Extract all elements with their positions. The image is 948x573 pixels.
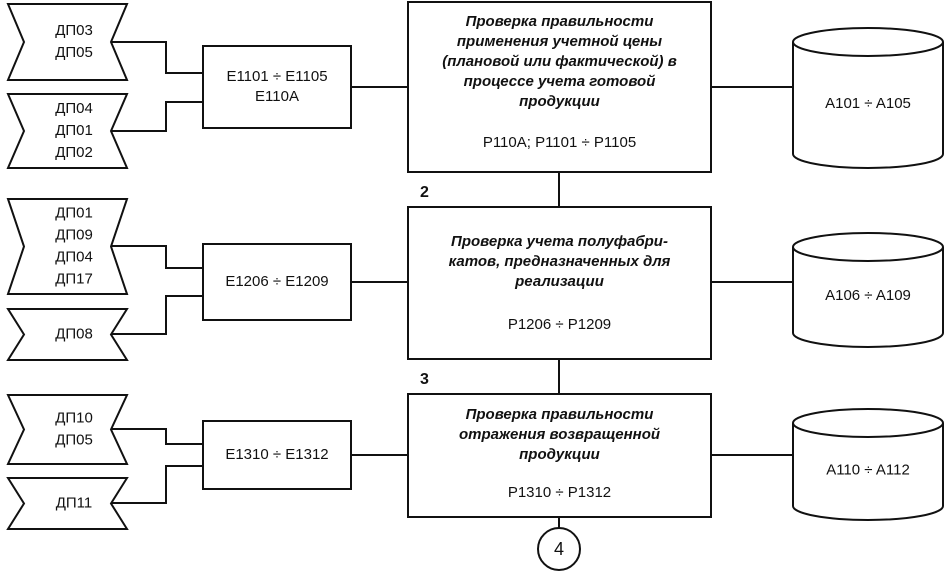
- doc-to-input-line: [111, 101, 203, 132]
- document-shape: [6, 93, 129, 169]
- step-number: 3: [420, 371, 429, 388]
- database-label: A106 ÷ A109: [825, 287, 911, 304]
- document-label: ДП10: [55, 409, 93, 426]
- document-shape: [6, 198, 129, 295]
- database-1: A101 ÷ A105: [792, 27, 944, 169]
- document-label: ДП01: [55, 122, 93, 139]
- process-title: отражения возвращенной: [459, 426, 660, 443]
- offpage-connector: 4: [537, 527, 581, 571]
- document-shape: [6, 394, 129, 465]
- database-top: [792, 408, 944, 438]
- input-record-shape: [202, 420, 352, 490]
- process-code: P1206 ÷ P1209: [508, 316, 611, 333]
- document-label: ДП05: [55, 44, 93, 61]
- process-title: Проверка правильности: [466, 406, 654, 423]
- document-label: ДП01: [55, 204, 93, 221]
- database-3: A110 ÷ A112: [792, 408, 944, 521]
- input-record-label: E1206 ÷ E1209: [225, 273, 328, 290]
- input-record-shape: [202, 45, 352, 129]
- doc-to-input-line: [111, 295, 203, 335]
- process-shape: [407, 1, 712, 173]
- process-title: продукции: [519, 446, 600, 463]
- input-record-box: E1310 ÷ E1312: [202, 420, 352, 490]
- database-body: [792, 247, 944, 348]
- doc-to-input-line: [111, 245, 203, 269]
- document-label: ДП11: [56, 494, 93, 511]
- process-title: Проверка учета полуфабри-: [451, 233, 668, 250]
- input-record-label: E110A: [255, 88, 299, 105]
- process-title: (плановой или фактической) в: [442, 53, 677, 70]
- document-label: ДП02: [55, 144, 93, 161]
- database-top: [792, 232, 944, 262]
- diagram-shapes: ДП03ДП05ДП04ДП01ДП02ДП01ДП09ДП04ДП17ДП08…: [6, 1, 944, 571]
- input-record-box: E1206 ÷ E1209: [202, 243, 352, 321]
- database-2: A106 ÷ A109: [792, 232, 944, 348]
- connector-lines: [111, 41, 793, 528]
- document-shape: [6, 477, 129, 530]
- process-box-3: Проверка правильности отражения возвращен…: [407, 393, 712, 518]
- input-record-label: E1101 ÷ E1105: [226, 68, 327, 85]
- step-number: 2: [420, 184, 429, 201]
- input-record-label: E1310 ÷ E1312: [225, 446, 328, 463]
- document-дп08: ДП08: [6, 308, 129, 361]
- connector-circle: [537, 527, 581, 571]
- process-title: процессе учета готовой: [464, 73, 656, 90]
- document-label: ДП17: [55, 270, 93, 287]
- process-title: применения учетной цены: [457, 33, 662, 50]
- process-shape: [407, 393, 712, 518]
- document-label: ДП04: [55, 248, 93, 265]
- doc-to-input-line: [111, 41, 203, 74]
- database-body: [792, 42, 944, 169]
- database-top: [792, 27, 944, 57]
- database-label: A101 ÷ A105: [825, 95, 911, 112]
- process-title: реализации: [514, 273, 604, 290]
- process-title: Проверка правильности: [466, 13, 654, 30]
- doc-to-input-line: [111, 428, 203, 445]
- document-label: ДП05: [55, 431, 93, 448]
- process-box-1: Проверка правильности применения учетной …: [407, 1, 712, 173]
- document-label: ДП03: [55, 22, 93, 39]
- process-code: P1310 ÷ P1312: [508, 484, 611, 501]
- process-title: катов, предназначенных для: [449, 253, 671, 270]
- process-box-2: Проверка учета полуфабри-катов, предназн…: [407, 206, 712, 360]
- process-code: P110A; P1101 ÷ P1105: [483, 134, 636, 151]
- connector-label: 4: [554, 539, 564, 559]
- process-title: продукции: [519, 93, 600, 110]
- document-label: ДП04: [55, 100, 93, 117]
- document-label: ДП08: [55, 325, 93, 342]
- doc-to-input-line: [111, 465, 203, 504]
- document-shape: [6, 308, 129, 361]
- document-дп11: ДП11: [6, 477, 129, 530]
- document-shape: [6, 3, 129, 81]
- document-label: ДП09: [55, 226, 93, 243]
- process-shape: [407, 206, 712, 360]
- input-record-shape: [202, 243, 352, 321]
- database-label: A110 ÷ A112: [826, 461, 910, 478]
- database-body: [792, 423, 944, 521]
